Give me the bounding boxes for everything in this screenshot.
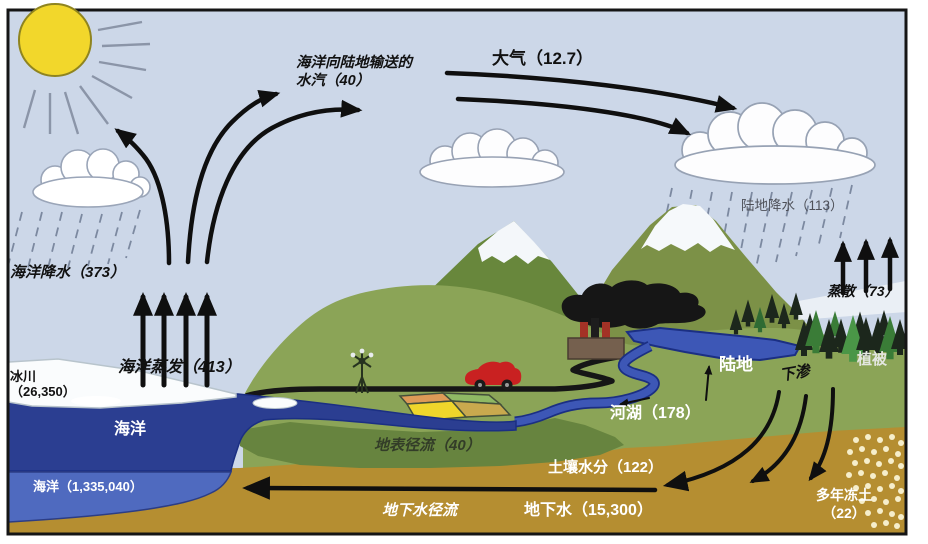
label-soil-moisture: 土壤水分（122） <box>548 459 664 476</box>
diagram-border <box>6 8 908 536</box>
label-groundwater-runoff: 地下水径流 <box>382 502 458 519</box>
label-surface-runoff: 地表径流（40） <box>374 437 481 454</box>
car-icon <box>465 361 522 391</box>
label-rivers-lakes: 河湖（178） <box>610 405 701 422</box>
factory-icon <box>561 280 706 360</box>
sun-rays-icon <box>22 20 151 135</box>
lake-and-river <box>514 326 802 428</box>
label-land: 陆地 <box>719 355 753 374</box>
glacier-icon <box>9 358 298 409</box>
label-ocean: 海洋 <box>114 421 147 438</box>
river-bank <box>240 418 624 468</box>
permafrost-dots <box>846 434 904 529</box>
ocean-rain-streaks <box>9 209 141 269</box>
groundwater-runoff-arrow <box>242 476 658 500</box>
label-glacier: 冰川 （26,350） <box>10 369 76 399</box>
label-ocean-evaporation: 海洋蒸发（413） <box>118 359 241 376</box>
sun-icon <box>18 3 92 77</box>
underground <box>9 427 905 533</box>
label-groundwater: 地下水（15,300） <box>524 502 653 519</box>
label-land-precipitation: 陆地降水（113） <box>741 198 844 213</box>
label-permafrost: 多年冻土 （22） <box>816 487 872 521</box>
rain-cloud-left-icon <box>9 148 151 269</box>
label-atmosphere: 大气（12.7） <box>492 49 594 68</box>
road <box>245 354 618 399</box>
rain-cloud-right-icon <box>655 102 876 281</box>
atmosphere-transport-arrows <box>444 70 738 136</box>
ocean-deep <box>9 393 517 472</box>
label-ocean-volume: 海洋（1,335,040） <box>33 479 143 494</box>
river-lake-pointer-arrows <box>619 365 713 407</box>
evapotranspiration-arrows <box>834 236 899 296</box>
label-vegetation: 植被 <box>857 351 888 368</box>
haze-strip <box>793 281 905 320</box>
label-ocean-precipitation: 海洋降水（373） <box>10 264 126 281</box>
windmill-icon <box>350 348 374 394</box>
infiltration-arrows <box>662 387 835 492</box>
label-evapotranspiration: 蒸散（73） <box>827 283 899 299</box>
ocean-evaporation-arrows <box>133 292 217 388</box>
ocean-shallow <box>9 471 233 523</box>
flow-arrows <box>114 70 899 500</box>
label-vapor-transport: 海洋向陆地输送的 水汽（40） <box>296 55 412 90</box>
vapor-rise-arrows <box>114 89 363 266</box>
cloud-center-icon <box>419 128 565 188</box>
